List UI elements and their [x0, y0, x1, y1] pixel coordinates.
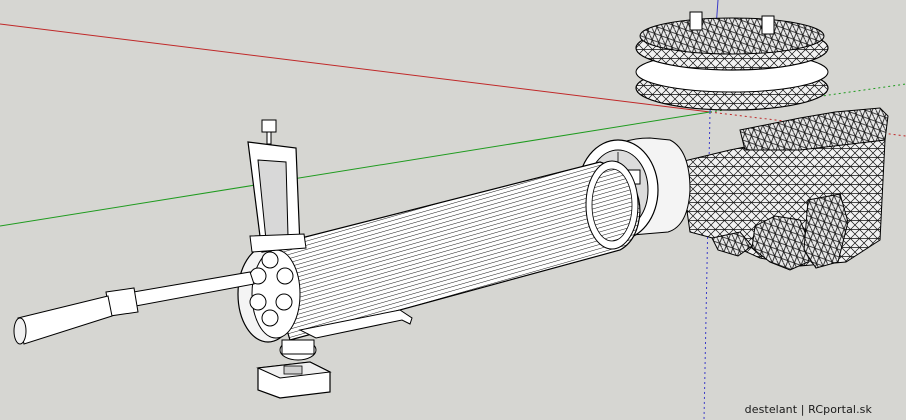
barrel-jacket: [261, 160, 641, 341]
watermark-text: destelant | RCportal.sk: [744, 403, 872, 416]
mount-base: [256, 339, 332, 399]
front-sight: [247, 119, 307, 253]
green-axis-line: [0, 111, 711, 227]
lower-bracket: [298, 309, 413, 339]
pan-magazine: [635, 11, 829, 111]
muzzle-barrel: [13, 271, 255, 345]
red-axis-line: [0, 23, 711, 113]
front-cap: [237, 245, 301, 343]
receiver-mesh: [679, 107, 889, 271]
